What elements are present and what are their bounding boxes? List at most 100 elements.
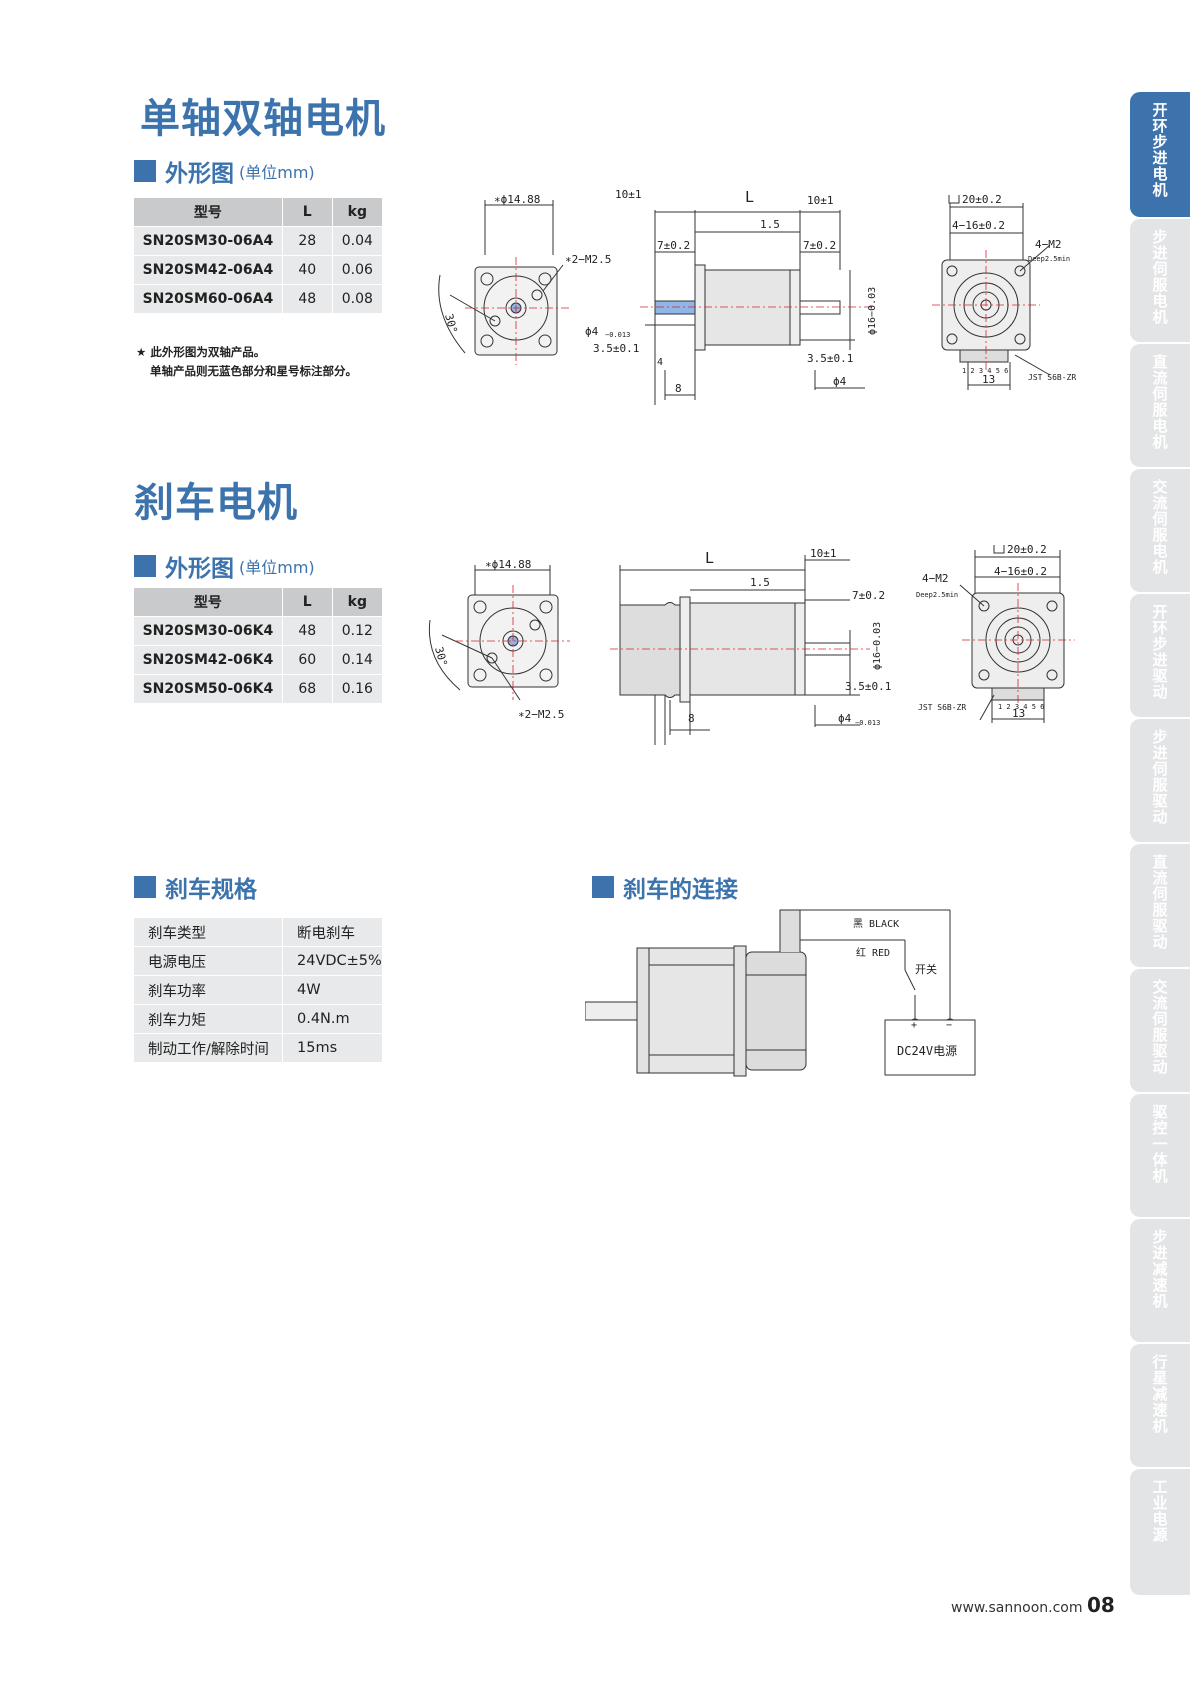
spec-label: 制动工作/解除时间 — [133, 1033, 283, 1063]
connector-pins: 1 2 3 4 5 6 — [998, 703, 1044, 711]
cell-weight: 0.08 — [331, 284, 384, 314]
col-header-weight: kg — [331, 197, 384, 227]
switch-label: 开关 — [915, 962, 937, 976]
cell-model: SN20SM30-06A4 — [133, 226, 283, 256]
dim-tolerance: −0.013 — [855, 719, 880, 727]
dim-7-left: 7±0.2 — [657, 239, 690, 252]
cell-length: 68 — [281, 674, 333, 704]
table-row: SN20SM30-06A4 28 0.04 — [133, 226, 384, 256]
connector-label: JST S6B-ZR — [1028, 373, 1076, 382]
dim-10-left: 10±1 — [615, 190, 642, 201]
section1-spec-table: 型号 L kg SN20SM30-06A4 28 0.04 SN20SM42-0… — [133, 197, 384, 314]
brake-connection-title: 刹车的连接 — [623, 877, 738, 903]
dim-hole-spacing: 4−16±0.2 — [994, 565, 1047, 578]
side-tab-industrial-power[interactable]: 工业电源 — [1130, 1469, 1190, 1595]
section1-outline-heading: 外形图 (单位mm) — [134, 154, 315, 188]
spec-value: 0.4N.m — [282, 1004, 383, 1034]
dim-angle: 30° — [442, 312, 460, 335]
cell-model: SN20SM50-06K4 — [133, 674, 283, 704]
section1-title: 单轴双轴电机 — [140, 96, 386, 142]
footer-url: www.sannoon.com — [951, 1600, 1083, 1616]
drawing-side-view-1: 10±1 L 10±1 1.5 7±0.2 7±0.2 ϕ4 −0.013 3.… — [585, 190, 878, 405]
cell-length: 40 — [281, 255, 333, 285]
dim-angle: 30° — [432, 645, 450, 668]
cell-length: 48 — [281, 284, 333, 314]
side-tab-stepper-gearbox[interactable]: 步进减速机 — [1130, 1219, 1190, 1342]
dim-8: 8 — [675, 382, 682, 395]
cell-length: 60 — [281, 645, 333, 675]
dim-m2: 4−M2 — [1035, 238, 1062, 251]
cell-model: SN20SM30-06K4 — [133, 616, 283, 646]
side-tab-dc-servo-driver[interactable]: 直流伺服驱动 — [1130, 844, 1190, 967]
brake-connection-diagram: 黑 BLACK 红 RED 开关 + − DC24V电源 — [585, 909, 976, 1077]
drawing-side-view-2: L 10±1 1.5 7±0.2 ϕ16−0.03 3.5±0.1 8 ϕ4 −… — [610, 547, 891, 745]
side-tab-dc-servo-motor[interactable]: 直流伺服电机 — [1130, 344, 1190, 467]
dim-deep: Deep2.5min — [916, 591, 958, 599]
note-line-1: ★ 此外形图为双轴产品。 — [136, 345, 266, 359]
section2-spec-table: 型号 L kg SN20SM30-06K4 48 0.12 SN20SM42-0… — [133, 587, 384, 704]
side-tab-planetary-gearbox[interactable]: 行星减速机 — [1130, 1344, 1190, 1467]
dim-8: 8 — [688, 712, 695, 725]
dim-phi16: ϕ16−0.03 — [867, 287, 878, 335]
table-row: SN20SM42-06K4 60 0.14 — [133, 645, 384, 675]
dim-diameter: ∗ϕ14.88 — [485, 560, 531, 571]
dim-7: 7±0.2 — [852, 589, 885, 602]
dim-square: 20±0.2 — [962, 195, 1002, 206]
cell-weight: 0.06 — [331, 255, 384, 285]
dim-screw: ∗2−M2.5 — [518, 708, 564, 721]
terminal-minus: − — [946, 1020, 952, 1031]
side-tab-ac-servo-driver[interactable]: 交流伺服驱动 — [1130, 969, 1190, 1092]
dim-13: 13 — [1012, 707, 1025, 720]
table-row: SN20SM50-06K4 68 0.16 — [133, 674, 384, 704]
dim-4: 4 — [657, 357, 663, 368]
table-row: SN20SM60-06A4 48 0.08 — [133, 284, 384, 314]
section2-title: 刹车电机 — [134, 480, 298, 526]
dim-phi16: ϕ16−0.03 — [872, 622, 883, 670]
heading-marker — [592, 876, 614, 898]
side-tab-open-loop-stepper-motor[interactable]: 开环步进电机 — [1130, 92, 1190, 217]
col-header-length: L — [281, 587, 333, 617]
dim-length: L — [705, 549, 714, 567]
side-tab-open-loop-stepper-driver[interactable]: 开环步进驱动 — [1130, 594, 1190, 717]
heading-marker — [134, 160, 156, 182]
section1-notes: ★ 此外形图为双轴产品。 单轴产品则无蓝色部分和星号标注部分。 — [136, 343, 357, 381]
cell-model: SN20SM42-06K4 — [133, 645, 283, 675]
dim-phi4-left: ϕ4 — [585, 325, 599, 338]
heading-marker — [134, 555, 156, 577]
dim-diameter: ∗ϕ14.88 — [494, 195, 540, 206]
brake-spec-title: 刹车规格 — [165, 877, 257, 903]
drawing-front-view-1: ∗ϕ14.88 ∗2−M2.5 30° — [438, 195, 611, 365]
connector-pins: 1 2 3 4 5 6 — [962, 367, 1008, 375]
drawing-front-view-2: ∗ϕ14.88 ∗2−M2.5 30° — [428, 560, 570, 721]
brake-connection-heading: 刹车的连接 — [592, 870, 738, 904]
side-tab-ac-servo-motor[interactable]: 交流伺服电机 — [1130, 469, 1190, 592]
side-tab-stepper-servo-driver[interactable]: 步进伺服驱动 — [1130, 719, 1190, 842]
side-tab-stepper-servo-motor[interactable]: 步进伺服电机 — [1130, 219, 1190, 342]
cell-length: 28 — [281, 226, 333, 256]
dim-3-5-right: 3.5±0.1 — [807, 352, 853, 365]
outline-title: 外形图 — [165, 161, 234, 187]
power-supply-label: DC24V电源 — [897, 1044, 957, 1058]
spec-label: 电源电压 — [133, 946, 283, 976]
heading-marker — [134, 876, 156, 898]
outline-unit: (单位mm) — [239, 163, 315, 182]
dim-hole-spacing: 4−16±0.2 — [952, 219, 1005, 232]
dim-m2: 4−M2 — [922, 572, 949, 585]
wire-black-label: 黑 BLACK — [853, 918, 899, 930]
dim-10: 10±1 — [810, 547, 837, 560]
dim-1-5: 1.5 — [750, 576, 770, 589]
dim-1-5: 1.5 — [760, 218, 780, 231]
cell-weight: 0.12 — [331, 616, 384, 646]
dim-3-5: 3.5±0.1 — [845, 680, 891, 693]
col-header-length: L — [281, 197, 333, 227]
spec-value: 15ms — [282, 1033, 383, 1063]
page-number: 08 — [1086, 1593, 1115, 1617]
spec-label: 刹车力矩 — [133, 1004, 283, 1034]
dim-length: L — [745, 190, 754, 206]
side-tab-integrated-drive[interactable]: 驱控一体机 — [1130, 1094, 1190, 1217]
dim-square: 20±0.2 — [1007, 545, 1047, 556]
cell-model: SN20SM60-06A4 — [133, 284, 283, 314]
